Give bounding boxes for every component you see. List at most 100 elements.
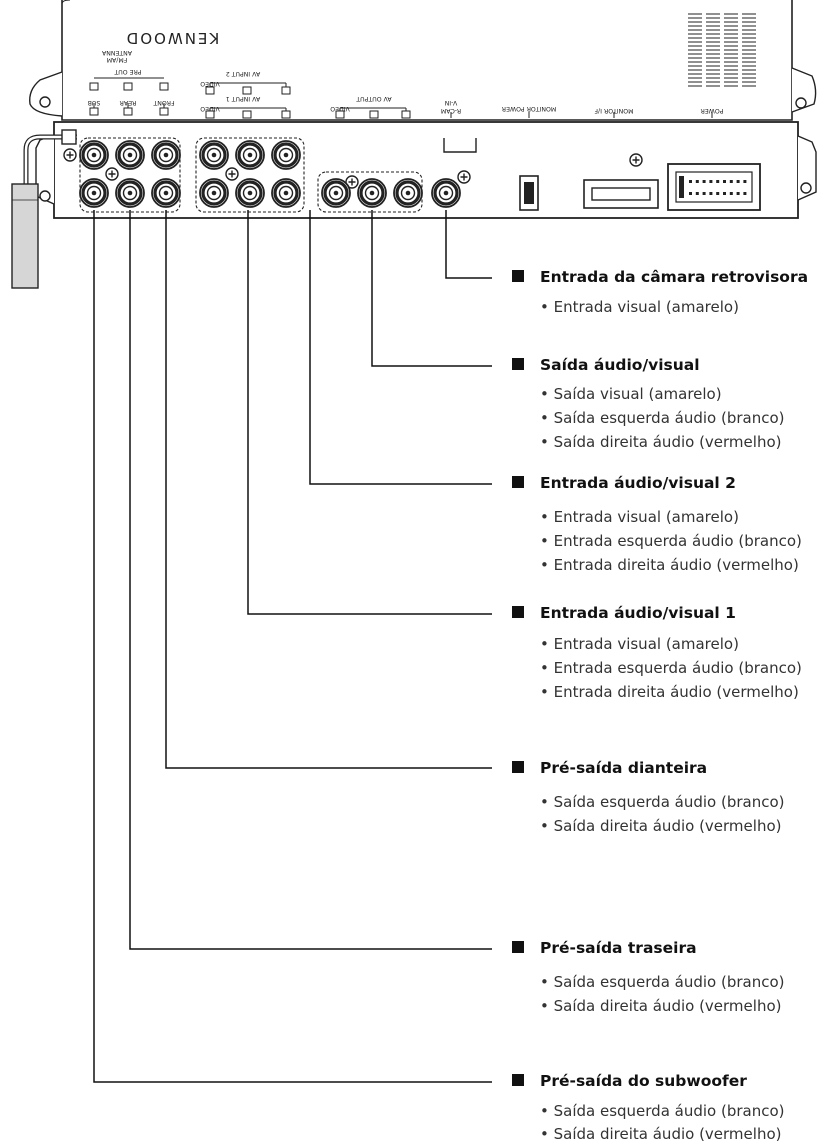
section-item: • Saída esquerda áudio (branco) (540, 973, 785, 991)
connector-latch (679, 176, 684, 198)
connector-pin (689, 192, 692, 195)
section-item: • Saída direita áudio (vermelho) (540, 1125, 782, 1143)
rca-jack-icon (79, 140, 109, 170)
rcam-label: R-CAM (441, 107, 461, 114)
heading-square-icon (512, 358, 524, 370)
rca-jack-icon (321, 178, 351, 208)
callout-lines (93, 210, 492, 1083)
section-item: • Entrada esquerda áudio (branco) (540, 659, 802, 677)
connector-pin (695, 180, 699, 183)
unit-top-panel: KENWOOD ANTENNA FM/AM PRE OUT SUB REAR F… (29, 0, 817, 121)
screw-icon (225, 167, 239, 181)
rca-jack-icon (115, 140, 145, 170)
callout-line-av-input2 (309, 210, 492, 485)
heading-square-icon (512, 1074, 524, 1086)
connector-pin (736, 192, 740, 195)
unit-rear-face (11, 121, 817, 289)
section-title: Entrada áudio/visual 1 (540, 604, 736, 622)
rca-jack-icon (79, 178, 109, 208)
heading-square-icon (512, 476, 524, 488)
connector-pin (709, 180, 713, 183)
av-input-jack-group (195, 137, 305, 213)
preout-jack-group (79, 137, 181, 213)
heading-square-icon (512, 941, 524, 953)
section-title: Saída áudio/visual (540, 356, 700, 374)
left-mounting-tab (29, 71, 63, 117)
callout-line-av-output (371, 210, 492, 367)
rca-jack-icon (271, 178, 301, 208)
section-item: • Saída esquerda áudio (branco) (540, 1102, 785, 1120)
screw-icon (457, 170, 471, 184)
section-item: • Entrada visual (amarelo) (540, 508, 739, 526)
section-title: Pré-saída do subwoofer (540, 1072, 747, 1090)
antenna-band-label: FM/AM (107, 56, 128, 63)
connector-pin (702, 192, 706, 195)
section-item: • Entrada direita áudio (vermelho) (540, 556, 799, 574)
callout-line-sub (93, 210, 492, 1083)
connector-pin (743, 192, 747, 195)
screw-icons (63, 148, 643, 189)
rca-jack-icon (357, 178, 387, 208)
section-item: • Saída direita áudio (vermelho) (540, 997, 782, 1015)
connector-pin (716, 180, 720, 183)
preout-label: PRE OUT (114, 68, 141, 75)
section-item: • Saída visual (amarelo) (540, 385, 722, 403)
monitor-if-label: MONITOR I/F (594, 107, 633, 114)
preout-rear-label: REAR (119, 99, 136, 106)
callout-line-av-input1 (247, 210, 492, 615)
section-title: Pré-saída dianteira (540, 759, 708, 777)
connector-pin (729, 192, 733, 195)
antenna-label: ANTENNA (101, 49, 132, 56)
rca-jack-icon (115, 178, 145, 208)
section-title: Entrada áudio/visual 2 (540, 474, 736, 492)
connector-pin (736, 180, 740, 183)
screw-icon (629, 153, 643, 167)
rca-jack-icon (235, 140, 265, 170)
heading-square-icon (512, 270, 524, 282)
section-title: Entrada da câmara retrovisora (540, 268, 809, 286)
heading-square-icon (512, 606, 524, 618)
rca-jack-icon (199, 140, 229, 170)
connector-pin (702, 180, 706, 183)
connector-pin (723, 180, 726, 183)
rca-jack-icon (271, 140, 301, 170)
av-input2-label: AV INPUT 2 (226, 70, 260, 77)
monitor-power-label: MONITOR POWER (501, 105, 556, 112)
vin-label: V-IN (444, 99, 457, 106)
connector-pin (695, 192, 699, 195)
rca-jack-icon (235, 178, 265, 208)
callout-line-rear (129, 210, 492, 950)
heading-square-icon (512, 761, 524, 773)
power-label: POWER (700, 107, 724, 114)
connector-pin (716, 192, 720, 195)
rca-jack-icon (151, 178, 181, 208)
connector-pin (723, 192, 726, 195)
screw-icon (105, 167, 119, 181)
section-item: • Entrada direita áudio (vermelho) (540, 683, 799, 701)
rca-jack-icon (151, 140, 181, 170)
section-item: • Saída direita áudio (vermelho) (540, 817, 782, 835)
callout-line-front (165, 210, 492, 769)
section-item: • Saída direita áudio (vermelho) (540, 433, 782, 451)
section-item: • Saída esquerda áudio (branco) (540, 409, 785, 427)
preout-front-label: FRONT (153, 99, 174, 106)
av-output-label: AV OUTPUT (356, 95, 391, 102)
screw-icon (63, 148, 77, 162)
rca-jack-icon (199, 178, 229, 208)
brand-logo: KENWOOD (125, 29, 220, 47)
av-input1-label: AV INPUT 1 (226, 95, 260, 102)
section-item: • Entrada visual (amarelo) (540, 298, 739, 316)
rca-jack-icon (431, 178, 461, 208)
rca-jack-icon (393, 178, 423, 208)
section-item: • Entrada visual (amarelo) (540, 635, 739, 653)
preout-sub-label: SUB (88, 99, 101, 106)
connector-pin (689, 180, 692, 183)
section-item: • Entrada esquerda áudio (branco) (540, 532, 802, 550)
rcam-bracket (443, 138, 477, 153)
callout-line-rcam (445, 210, 492, 279)
section-title: Pré-saída traseira (540, 939, 697, 957)
section-item: • Saída esquerda áudio (branco) (540, 793, 785, 811)
antenna-plug (11, 183, 39, 289)
connector-pin (743, 180, 747, 183)
